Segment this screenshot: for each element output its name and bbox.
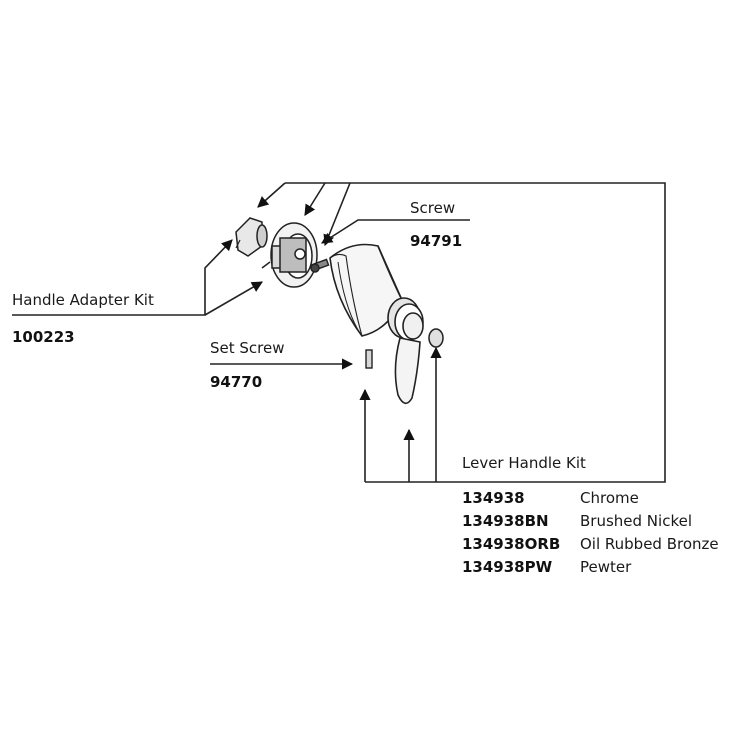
lever-handle-icon [329,243,424,405]
screw-part-number: 94791 [410,232,463,250]
lever-kit-part-number: 134938BN [462,512,549,530]
handle-adapter-leader [12,239,233,316]
lever-kit-part-number: 134938PW [462,558,553,576]
handle-adapter-label: Handle Adapter Kit [12,291,154,309]
screw-leader [321,219,470,244]
top-bracket-line [285,182,666,483]
adapter-piece-icon [235,217,268,257]
cap-button-icon [428,328,444,348]
handle-adapter-leader-2 [204,281,263,316]
screw-label: Screw [410,199,456,217]
screw-icon [310,258,330,273]
set-screw-label: Set Screw [210,339,285,357]
lever-kit-finish: Chrome [580,489,639,507]
top-arrow-2 [304,182,326,216]
top-arrow-1 [257,182,286,208]
lever-kit-part-number: 134938 [462,489,525,507]
lever-kit-part-number: 134938ORB [462,535,561,553]
handle-adapter-part-number: 100223 [12,328,75,346]
leader-lines [12,182,666,483]
adapter-body-icon [261,222,318,288]
lever-kit-finish: Brushed Nickel [580,512,692,530]
lever-kit-finish: Oil Rubbed Bronze [580,535,719,553]
set-screw-icon [365,349,373,369]
top-arrow-3 [323,182,351,247]
set-screw-part-number: 94770 [210,373,263,391]
lever-kit-finish: Pewter [580,558,632,576]
lever-handle-label: Lever Handle Kit [462,454,586,472]
